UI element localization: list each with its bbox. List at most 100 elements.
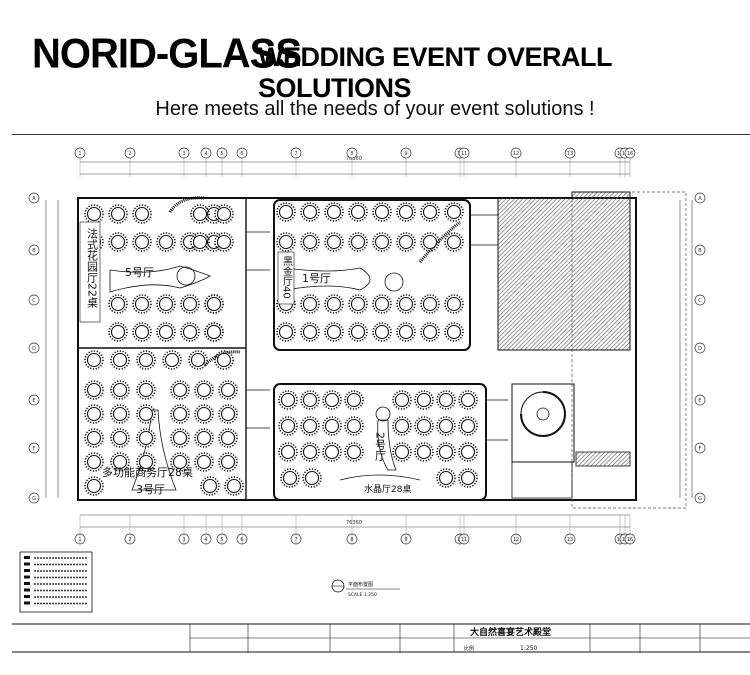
round-table xyxy=(158,296,174,312)
round-table xyxy=(398,204,414,220)
round-table xyxy=(134,234,150,250)
overall-dim-bottom: 76360 xyxy=(346,520,362,526)
round-table xyxy=(112,352,128,368)
grid-marker-label: B xyxy=(32,248,36,254)
round-table xyxy=(438,418,454,434)
round-table xyxy=(110,324,126,340)
round-table xyxy=(422,324,438,340)
round-table xyxy=(282,470,298,486)
grid-marker-label: 9 xyxy=(404,151,407,157)
label-hall-2: 2号厅 xyxy=(374,432,387,461)
drawing-title: 平面布置图 xyxy=(348,581,373,588)
round-table xyxy=(86,478,102,494)
round-table xyxy=(220,454,236,470)
round-table xyxy=(220,430,236,446)
round-table xyxy=(220,382,236,398)
grid-marker xyxy=(28,342,40,354)
round-table xyxy=(172,430,188,446)
project-name: 大自然喜宴艺术殿堂 xyxy=(470,626,551,638)
round-table xyxy=(86,406,102,422)
round-table xyxy=(278,324,294,340)
grid-marker xyxy=(694,192,706,204)
round-table xyxy=(86,454,102,470)
hall-1-room xyxy=(273,199,471,351)
round-table xyxy=(138,406,154,422)
grid-marker xyxy=(694,492,706,504)
round-table xyxy=(374,234,390,250)
round-table xyxy=(112,406,128,422)
round-table xyxy=(196,382,212,398)
round-table xyxy=(110,296,126,312)
round-table xyxy=(196,406,212,422)
grid-marker-label: G xyxy=(32,496,36,502)
round-table xyxy=(346,418,362,434)
grid-marker xyxy=(28,442,40,454)
floor-plan: 76360 76360 12345678910111213141516 1234… xyxy=(12,147,750,653)
round-table xyxy=(226,478,242,494)
round-table xyxy=(112,430,128,446)
grid-marker-label: A xyxy=(698,196,702,202)
grid-column-markers-top: 12345678910111213141516 xyxy=(74,147,636,177)
round-table xyxy=(202,478,218,494)
title-block xyxy=(189,624,750,652)
round-table xyxy=(326,204,342,220)
round-table xyxy=(172,454,188,470)
round-table xyxy=(350,234,366,250)
round-table xyxy=(302,324,318,340)
round-table xyxy=(192,206,208,222)
label-french-garden: 法式花园厅22桌 xyxy=(86,227,99,309)
round-table xyxy=(172,382,188,398)
label-crystal: 水晶厅28桌 xyxy=(364,483,411,495)
round-table xyxy=(216,206,232,222)
round-table xyxy=(110,234,126,250)
round-table xyxy=(350,296,366,312)
round-table xyxy=(278,204,294,220)
round-table xyxy=(326,324,342,340)
grid-marker-label: 16 xyxy=(627,151,633,157)
grid-marker xyxy=(694,442,706,454)
round-table xyxy=(138,430,154,446)
ratio-label: 比例 xyxy=(464,645,474,652)
round-table xyxy=(302,296,318,312)
overall-dim-top: 76360 xyxy=(346,156,362,162)
round-table xyxy=(112,382,128,398)
grid-marker-label: A xyxy=(32,196,36,202)
round-table xyxy=(86,352,102,368)
round-table xyxy=(394,444,410,460)
round-table xyxy=(206,296,222,312)
banquet-tables xyxy=(84,202,478,496)
round-table xyxy=(182,324,198,340)
grid-marker xyxy=(694,294,706,306)
round-table xyxy=(302,418,318,434)
round-table xyxy=(326,234,342,250)
round-table xyxy=(394,418,410,434)
round-table xyxy=(416,418,432,434)
grid-marker xyxy=(28,294,40,306)
grid-marker xyxy=(694,342,706,354)
round-table xyxy=(302,392,318,408)
grid-marker-label: E xyxy=(32,398,35,404)
round-table xyxy=(422,234,438,250)
grid-marker-label: 4 xyxy=(204,151,207,157)
round-table xyxy=(446,296,462,312)
round-table xyxy=(350,324,366,340)
round-table xyxy=(374,204,390,220)
round-table xyxy=(138,454,154,470)
round-table xyxy=(280,392,296,408)
round-table xyxy=(302,444,318,460)
round-table xyxy=(134,296,150,312)
grid-marker-label: 1 xyxy=(78,151,81,157)
round-table xyxy=(280,418,296,434)
grid-marker-label: E xyxy=(698,398,701,404)
legend-lines xyxy=(24,556,88,605)
grid-marker xyxy=(694,244,706,256)
ratio-value: 1:250 xyxy=(520,645,537,652)
grid-marker-label: 5 xyxy=(220,151,223,157)
grid-marker xyxy=(28,394,40,406)
round-table xyxy=(446,324,462,340)
round-table xyxy=(86,206,102,222)
round-table xyxy=(422,204,438,220)
round-table xyxy=(398,234,414,250)
round-table xyxy=(134,324,150,340)
